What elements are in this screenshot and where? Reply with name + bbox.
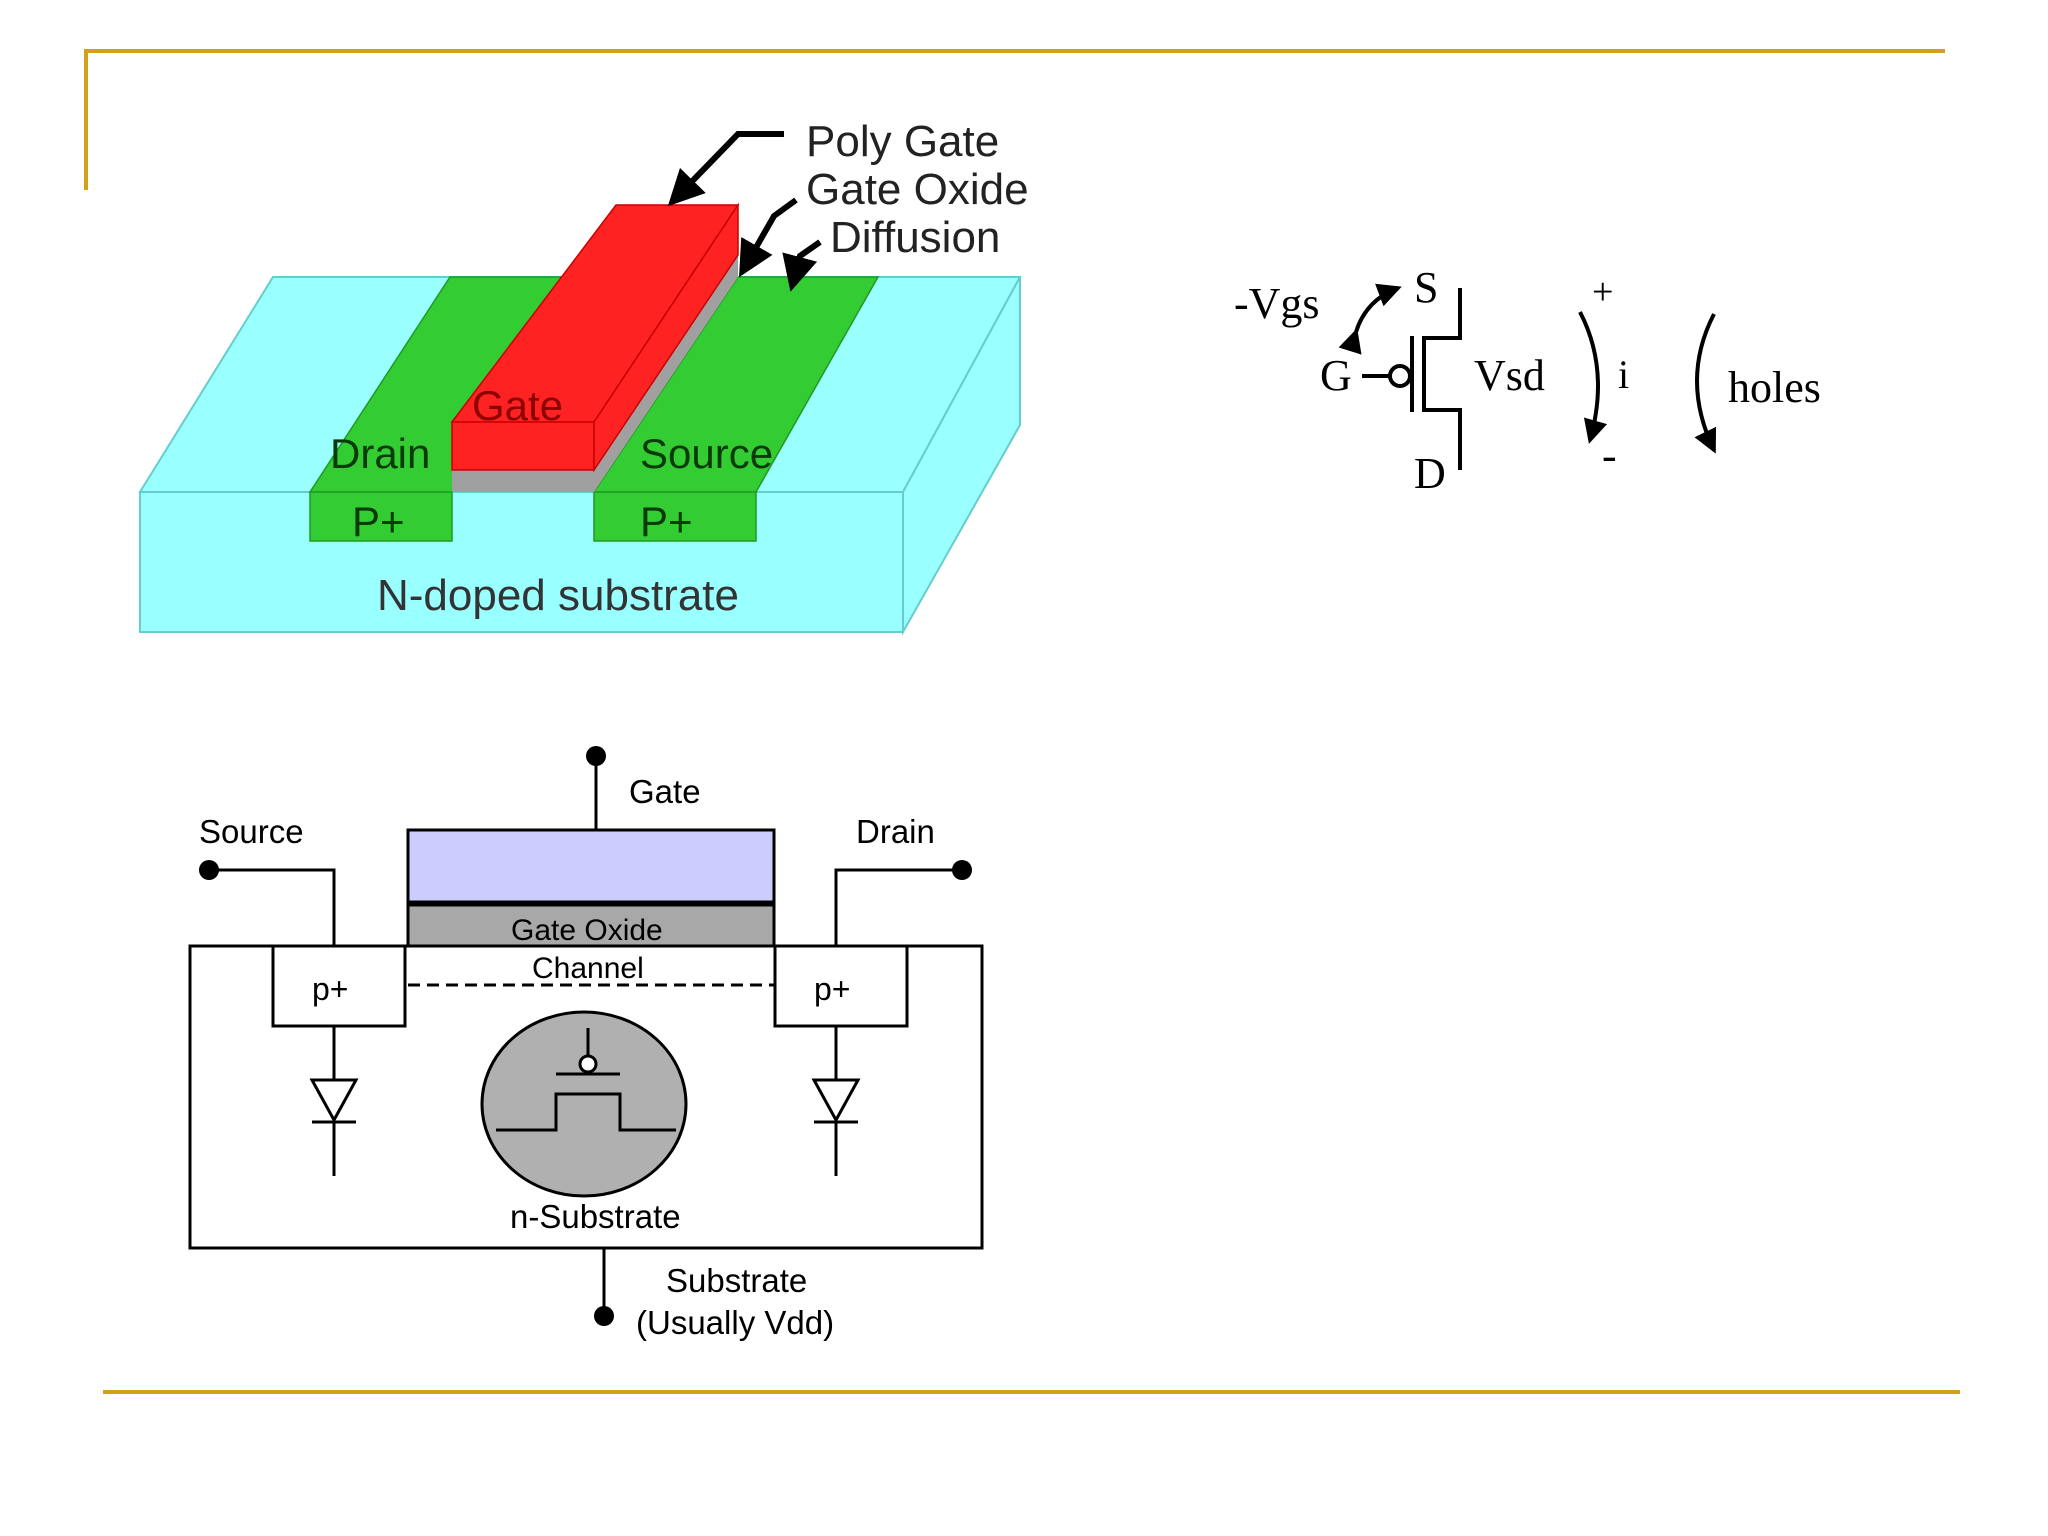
p-plus-left-label: P+ [352, 498, 405, 545]
gate-bubble [1388, 364, 1412, 388]
gate-oxide-front [452, 470, 594, 492]
holes-arrow [1694, 313, 1717, 454]
gate-oxide-arrow [739, 197, 798, 278]
vgs-label: -Vgs [1234, 279, 1320, 328]
gate-oxide-box [406, 903, 776, 948]
source-s-label: S [1414, 263, 1438, 312]
gate-label-3d: Gate [472, 382, 563, 429]
poly-gate-side [593, 202, 739, 473]
drain-label-xs: Drain [856, 813, 935, 850]
substrate-terminal-dot [594, 1306, 614, 1326]
current-arrow [1578, 311, 1608, 444]
gate-terminal-dot [586, 746, 606, 766]
source-p-plus-label: p+ [312, 971, 348, 1007]
poly-gate-arrow [667, 131, 784, 207]
drain-terminal [1424, 408, 1462, 470]
source-label-xs: Source [199, 813, 304, 850]
current-i-label: i [1618, 352, 1629, 397]
substrate-label-line2: (Usually Vdd) [636, 1304, 834, 1341]
substrate-label-3d: N-doped substrate [377, 571, 739, 620]
drain-diffusion-front [309, 491, 453, 542]
drain-d-label: D [1414, 449, 1446, 498]
source-diode [309, 1026, 359, 1176]
p-plus-right-label: P+ [640, 498, 693, 545]
drain-p-plus-label: p+ [814, 971, 850, 1007]
poly-gate-front [451, 421, 595, 471]
plus-label: + [1592, 271, 1613, 313]
source-label-3d: Source [640, 430, 773, 477]
substrate-side-face [902, 276, 1021, 636]
gate-oxide-callout: Gate Oxide [806, 165, 1029, 214]
vsd-label: Vsd [1474, 351, 1545, 400]
pmos-cross-section: Gate Gate Oxide Channel Source p+ Drain … [188, 746, 984, 1341]
diffusion-callout: Diffusion [830, 213, 1000, 262]
source-diffusion-front [593, 491, 757, 542]
drain-label-3d: Drain [330, 430, 430, 477]
gate-g-label: G [1320, 351, 1352, 400]
holes-label: holes [1728, 363, 1821, 412]
source-p-plus-box [271, 944, 407, 1028]
pmos-symbol: -Vgs S G D Vsd + - i holes [1234, 263, 1821, 498]
substrate-label-line1: Substrate [666, 1262, 807, 1299]
pmos-3d-diagram: Gate Drain Source P+ P+ N-doped substrat… [138, 117, 1029, 636]
drain-p-plus-box [773, 944, 909, 1028]
source-wire [209, 868, 336, 946]
channel-label: Channel [532, 952, 644, 985]
drain-wire [834, 868, 962, 946]
poly-gate-callout: Poly Gate [806, 117, 999, 166]
slide-frame [84, 49, 1960, 1394]
gate-label-xs: Gate [629, 773, 701, 810]
gate-oxide-side [594, 255, 738, 492]
vgs-arrow [1338, 283, 1402, 355]
minus-label: - [1602, 431, 1617, 480]
source-terminal [1424, 288, 1462, 340]
pmos-inset-circle [480, 1010, 688, 1198]
gate-oxide-label-xs: Gate Oxide [511, 914, 663, 947]
drain-diode [811, 1026, 861, 1176]
diffusion-arrow [782, 239, 822, 292]
gate-poly-box [406, 828, 776, 904]
n-substrate-label: n-Substrate [510, 1198, 681, 1235]
